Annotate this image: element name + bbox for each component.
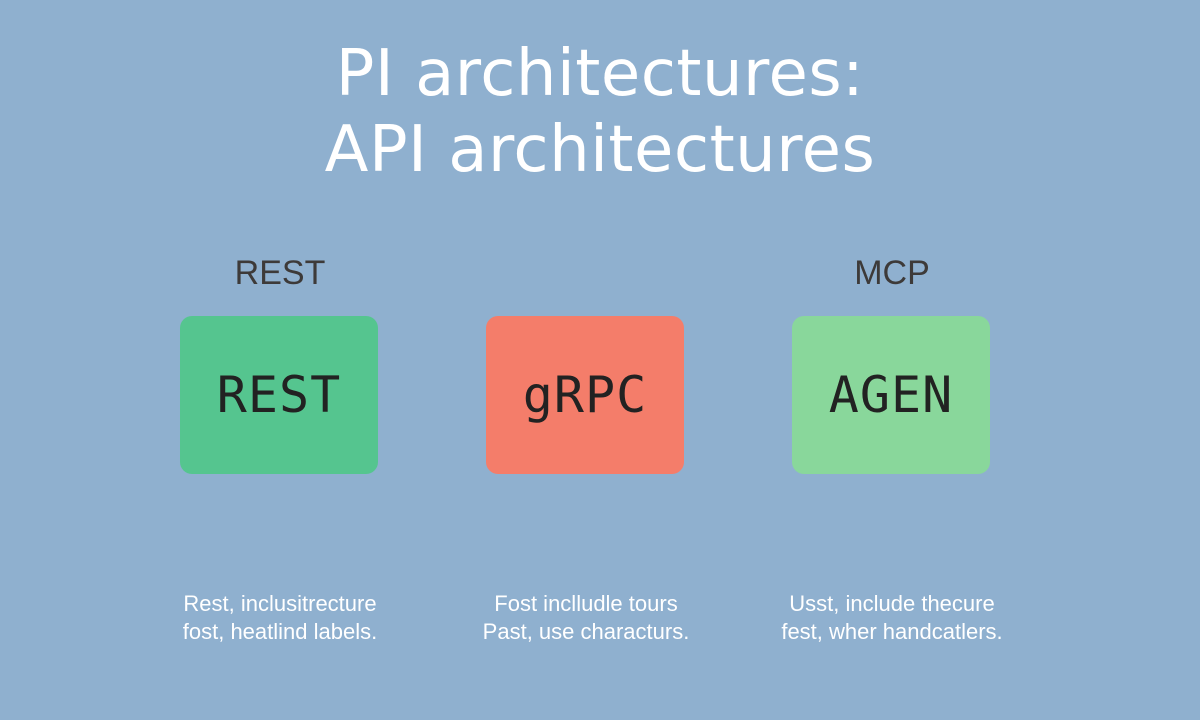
grpc-card: gRPC [486,316,684,474]
rest-card: REST [180,316,378,474]
rest-caption-line-1: Rest, inclusitrecture [183,591,377,616]
grpc-card-label: gRPC [522,366,648,424]
title-line-2: API architectures [324,113,876,187]
title-line-1: PI architectures: [335,37,865,111]
grpc-caption-line-2: Past, use characturs. [482,619,690,644]
rest-card-label: REST [216,366,342,424]
page-title: PI architectures: API architectures [0,36,1200,188]
rest-caption: Rest, inclusitrecture fost, heatlind lab… [130,590,430,646]
rest-heading: REST [234,254,326,292]
mcp-caption-line-1: Usst, include thecure [789,591,995,616]
grpc-caption-line-1: Fost inclludle tours [494,591,678,616]
grpc-caption: Fost inclludle tours Past, use charactur… [436,590,736,646]
mcp-caption-line-2: fest, wher handcatlers. [781,619,1003,644]
mcp-column: MCP AGEN Usst, include thecure fest, whe… [742,250,1042,644]
mcp-caption: Usst, include thecure fest, wher handcat… [742,590,1042,646]
agen-card: AGEN [792,316,990,474]
agen-card-label: AGEN [828,366,954,424]
grpc-column: gRPC Fost inclludle tours Past, use char… [436,250,736,644]
rest-column: REST REST Rest, inclusitrecture fost, he… [130,250,430,644]
mcp-heading: MCP [854,254,930,292]
grpc-heading [436,250,736,296]
rest-caption-line-2: fost, heatlind labels. [182,619,378,644]
